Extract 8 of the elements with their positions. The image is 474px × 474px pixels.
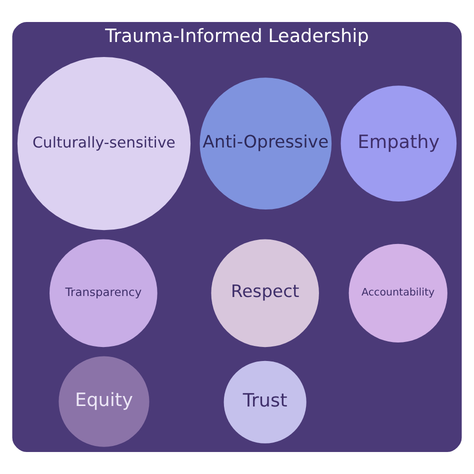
node-circle: Accountability [348, 244, 448, 342]
node-circle: Trust [224, 360, 306, 444]
node-circle: Culturally-sensitive [17, 56, 191, 230]
node-circle: Respect [211, 239, 319, 348]
node-circle: Equity [58, 356, 150, 447]
node-circle: Transparency [50, 239, 158, 348]
node-circle: Anti-Opressive [200, 78, 332, 210]
node-circle: Empathy [340, 86, 457, 202]
